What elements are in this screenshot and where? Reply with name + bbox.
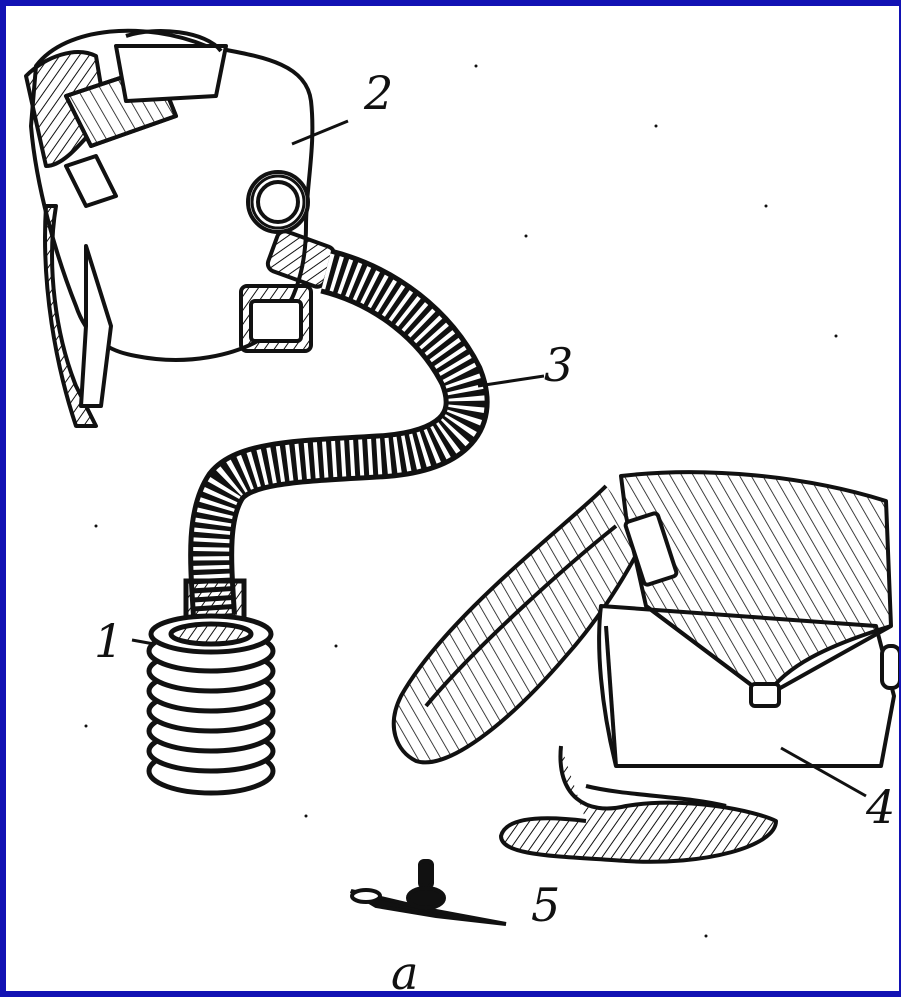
figure-caption: а (391, 950, 418, 996)
nose-clip-item (351, 861, 506, 924)
gas-mask-kit-drawing (6, 6, 901, 997)
label-hose: 3 (544, 342, 573, 388)
filter-canister (149, 581, 273, 793)
label-canister: 1 (94, 618, 123, 664)
mask-helmet (26, 31, 336, 426)
label-clip: 5 (531, 882, 560, 928)
carrying-bag (394, 472, 900, 862)
label-mask: 2 (364, 70, 393, 116)
label-bag: 4 (866, 784, 895, 830)
